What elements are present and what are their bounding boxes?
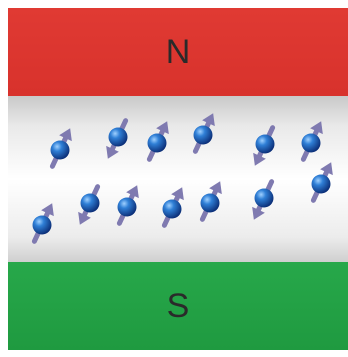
spin-up-3 [146, 121, 169, 162]
spin-up-7 [31, 203, 54, 244]
electron-icon [255, 134, 275, 154]
spin-arrow-head [320, 162, 333, 176]
spin-arrow-head [252, 206, 265, 220]
spin-down-5 [253, 125, 276, 166]
spin-arrow-head [78, 211, 91, 225]
spin-arrow-head [106, 145, 119, 159]
magnetic-gap [8, 96, 348, 262]
south-pole: S [8, 262, 348, 350]
spin-arrow-head [59, 128, 72, 142]
spin-arrow-head [253, 152, 266, 166]
electron-icon [80, 193, 100, 213]
spin-up-4 [192, 113, 215, 154]
spin-up-11 [199, 181, 222, 222]
electron-icon [254, 188, 274, 208]
spin-up-1 [49, 128, 72, 169]
spin-arrow-head [126, 185, 139, 199]
spin-down-2 [106, 118, 129, 159]
spin-up-9 [116, 185, 139, 226]
electron-icon [32, 215, 52, 235]
spin-up-6 [300, 121, 323, 162]
north-pole: N [8, 8, 348, 96]
electron-icon [147, 133, 167, 153]
spin-up-10 [161, 187, 184, 228]
spin-arrow-head [171, 187, 184, 201]
electron-icon [108, 127, 128, 147]
electron-icon [311, 174, 331, 194]
electron-icon [200, 193, 220, 213]
spin-arrow-head [209, 181, 222, 195]
spin-arrow-head [41, 203, 54, 217]
electron-icon [301, 133, 321, 153]
electron-icon [117, 197, 137, 217]
electron-icon [50, 140, 70, 160]
spin-arrow-head [310, 121, 323, 135]
spin-arrow-head [202, 113, 215, 127]
electron-icon [193, 125, 213, 145]
spin-up-13 [310, 162, 333, 203]
spin-down-12 [252, 179, 275, 220]
spin-arrow-head [156, 121, 169, 135]
south-pole-label: S [166, 286, 190, 325]
spin-down-8 [78, 184, 101, 225]
north-pole-label: N [165, 32, 191, 71]
electron-icon [162, 199, 182, 219]
